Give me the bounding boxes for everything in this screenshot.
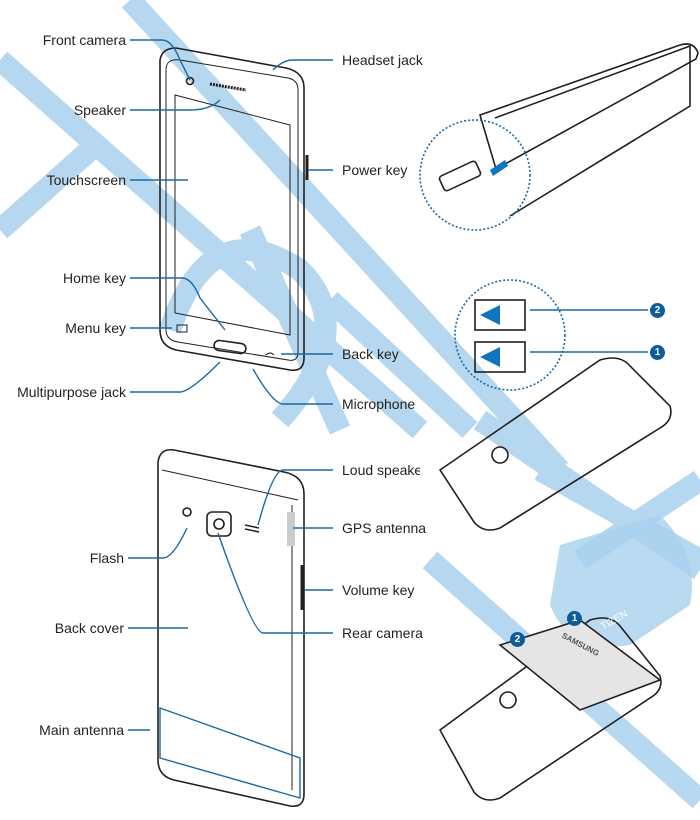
label-flash: Flash <box>89 550 124 566</box>
gps-antenna-area <box>287 512 295 546</box>
label-power-key: Power key <box>342 162 408 178</box>
insert-arrow-icon <box>490 160 508 176</box>
sim-arrow-2-icon <box>480 305 500 325</box>
rear-camera-icon <box>206 511 232 537</box>
usb-cable-icon <box>438 160 482 192</box>
step-badge-sim-1: 1 <box>650 345 665 360</box>
battery-illustration <box>438 617 662 801</box>
label-home-key: Home key <box>62 270 126 286</box>
label-back-cover: Back cover <box>54 620 124 636</box>
usb-zoom-circle <box>419 119 531 231</box>
label-back-key: Back key <box>342 346 399 362</box>
charging-illustration <box>438 43 699 217</box>
menu-key-icon <box>176 324 188 333</box>
label-gps-antenna: GPS antenna <box>342 520 427 536</box>
step-badge-battery-2: 2 <box>510 632 525 647</box>
label-speaker: Speaker <box>73 102 126 118</box>
sim-zoom-circle <box>454 279 566 391</box>
battery-icon <box>498 619 662 711</box>
label-multipurpose-jack: Multipurpose jack <box>17 384 126 400</box>
sim-card-illustration <box>438 299 672 531</box>
label-main-antenna: Main antenna <box>39 722 124 738</box>
label-headset-jack: Headset jack <box>342 52 423 68</box>
label-volume-key: Volume key <box>342 582 415 598</box>
tizen-cup-icon <box>550 515 692 647</box>
label-menu-key: Menu key <box>65 320 126 336</box>
front-phone-illustration <box>159 47 309 372</box>
step-badge-battery-1: 1 <box>567 611 582 626</box>
label-loud-speaker: Loud speaker <box>342 462 420 478</box>
label-microphone: Microphone <box>342 396 416 412</box>
flash-icon <box>182 507 192 517</box>
loud-speaker-icon <box>244 524 260 533</box>
back-key-icon <box>265 352 275 356</box>
label-touchscreen: Touchscreen <box>46 172 126 188</box>
front-camera-icon <box>185 76 195 86</box>
label-front-camera: Front camera <box>42 32 126 48</box>
home-key-icon <box>213 339 247 355</box>
step-badge-sim-2: 2 <box>650 303 665 318</box>
label-rear-camera: Rear camera <box>342 625 423 641</box>
back-phone-illustration <box>157 448 305 808</box>
leader-lines <box>128 39 648 799</box>
sim-arrow-1-icon <box>480 347 500 367</box>
